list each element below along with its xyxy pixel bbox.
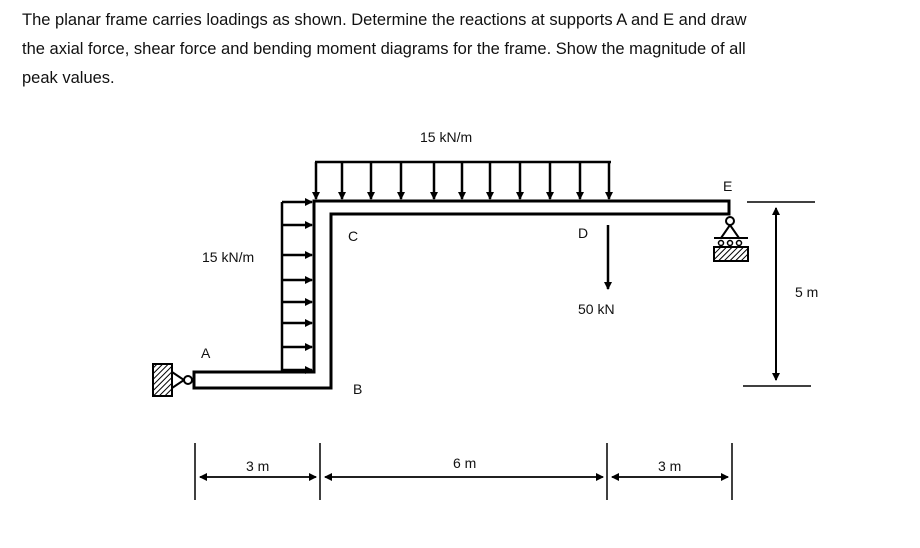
top-distributed-load [312, 160, 613, 200]
roller-support-e [713, 216, 749, 262]
top-load-label: 15 kN/m [420, 129, 472, 145]
frame-member [192, 199, 731, 390]
pin-support-a [152, 363, 193, 397]
point-c-label: C [348, 228, 358, 244]
height-dimension [743, 201, 815, 387]
point-b-label: B [353, 381, 362, 397]
problem-line-2: the axial force, shear force and bending… [22, 40, 746, 58]
point-e-label: E [723, 178, 732, 194]
span-3-label: 3 m [658, 458, 681, 474]
span-2-label: 6 m [453, 455, 476, 471]
side-distributed-load [280, 198, 313, 374]
point-d-label: D [578, 225, 588, 241]
point-a-label: A [201, 345, 211, 361]
height-dimension-label: 5 m [795, 284, 818, 300]
point-load-label: 50 kN [578, 301, 615, 317]
problem-statement: The planar frame carries loadings as sho… [22, 6, 902, 93]
span-dimensions [194, 443, 733, 500]
side-load-label: 15 kN/m [202, 249, 254, 265]
span-1-label: 3 m [246, 458, 269, 474]
problem-line-3: peak values. [22, 69, 115, 87]
problem-line-1: The planar frame carries loadings as sho… [22, 11, 747, 29]
